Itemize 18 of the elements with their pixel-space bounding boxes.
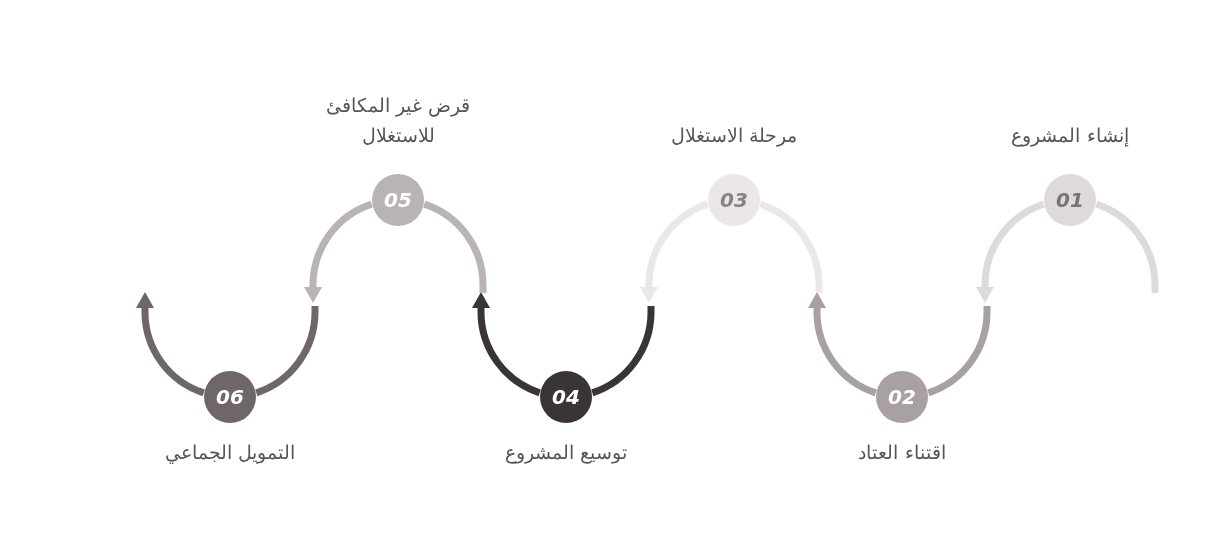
step-circle: 05 — [372, 174, 424, 226]
step-label: التمويل الجماعي — [163, 440, 296, 466]
step-circle: 04 — [540, 371, 592, 423]
step-circle: 02 — [876, 371, 928, 423]
step-label: قرض غير المكافئ للاستغلال — [324, 93, 472, 148]
step-circle: 01 — [1044, 174, 1096, 226]
curved-arrow — [304, 200, 373, 303]
curved-arrow — [976, 200, 1045, 303]
step-label: اقتناء العتاد — [857, 440, 947, 465]
step-circle: 06 — [204, 371, 256, 423]
curved-arrow — [640, 200, 709, 303]
curved-arrow — [136, 292, 205, 397]
step-circle: 03 — [708, 174, 760, 226]
step-label: توسيع المشروع — [503, 440, 628, 466]
curved-arrow — [808, 292, 877, 397]
curved-arrow — [472, 292, 541, 397]
step-label: مرحلة الاستغلال — [669, 123, 798, 149]
step-label: إنشاء المشروع — [1010, 123, 1130, 149]
